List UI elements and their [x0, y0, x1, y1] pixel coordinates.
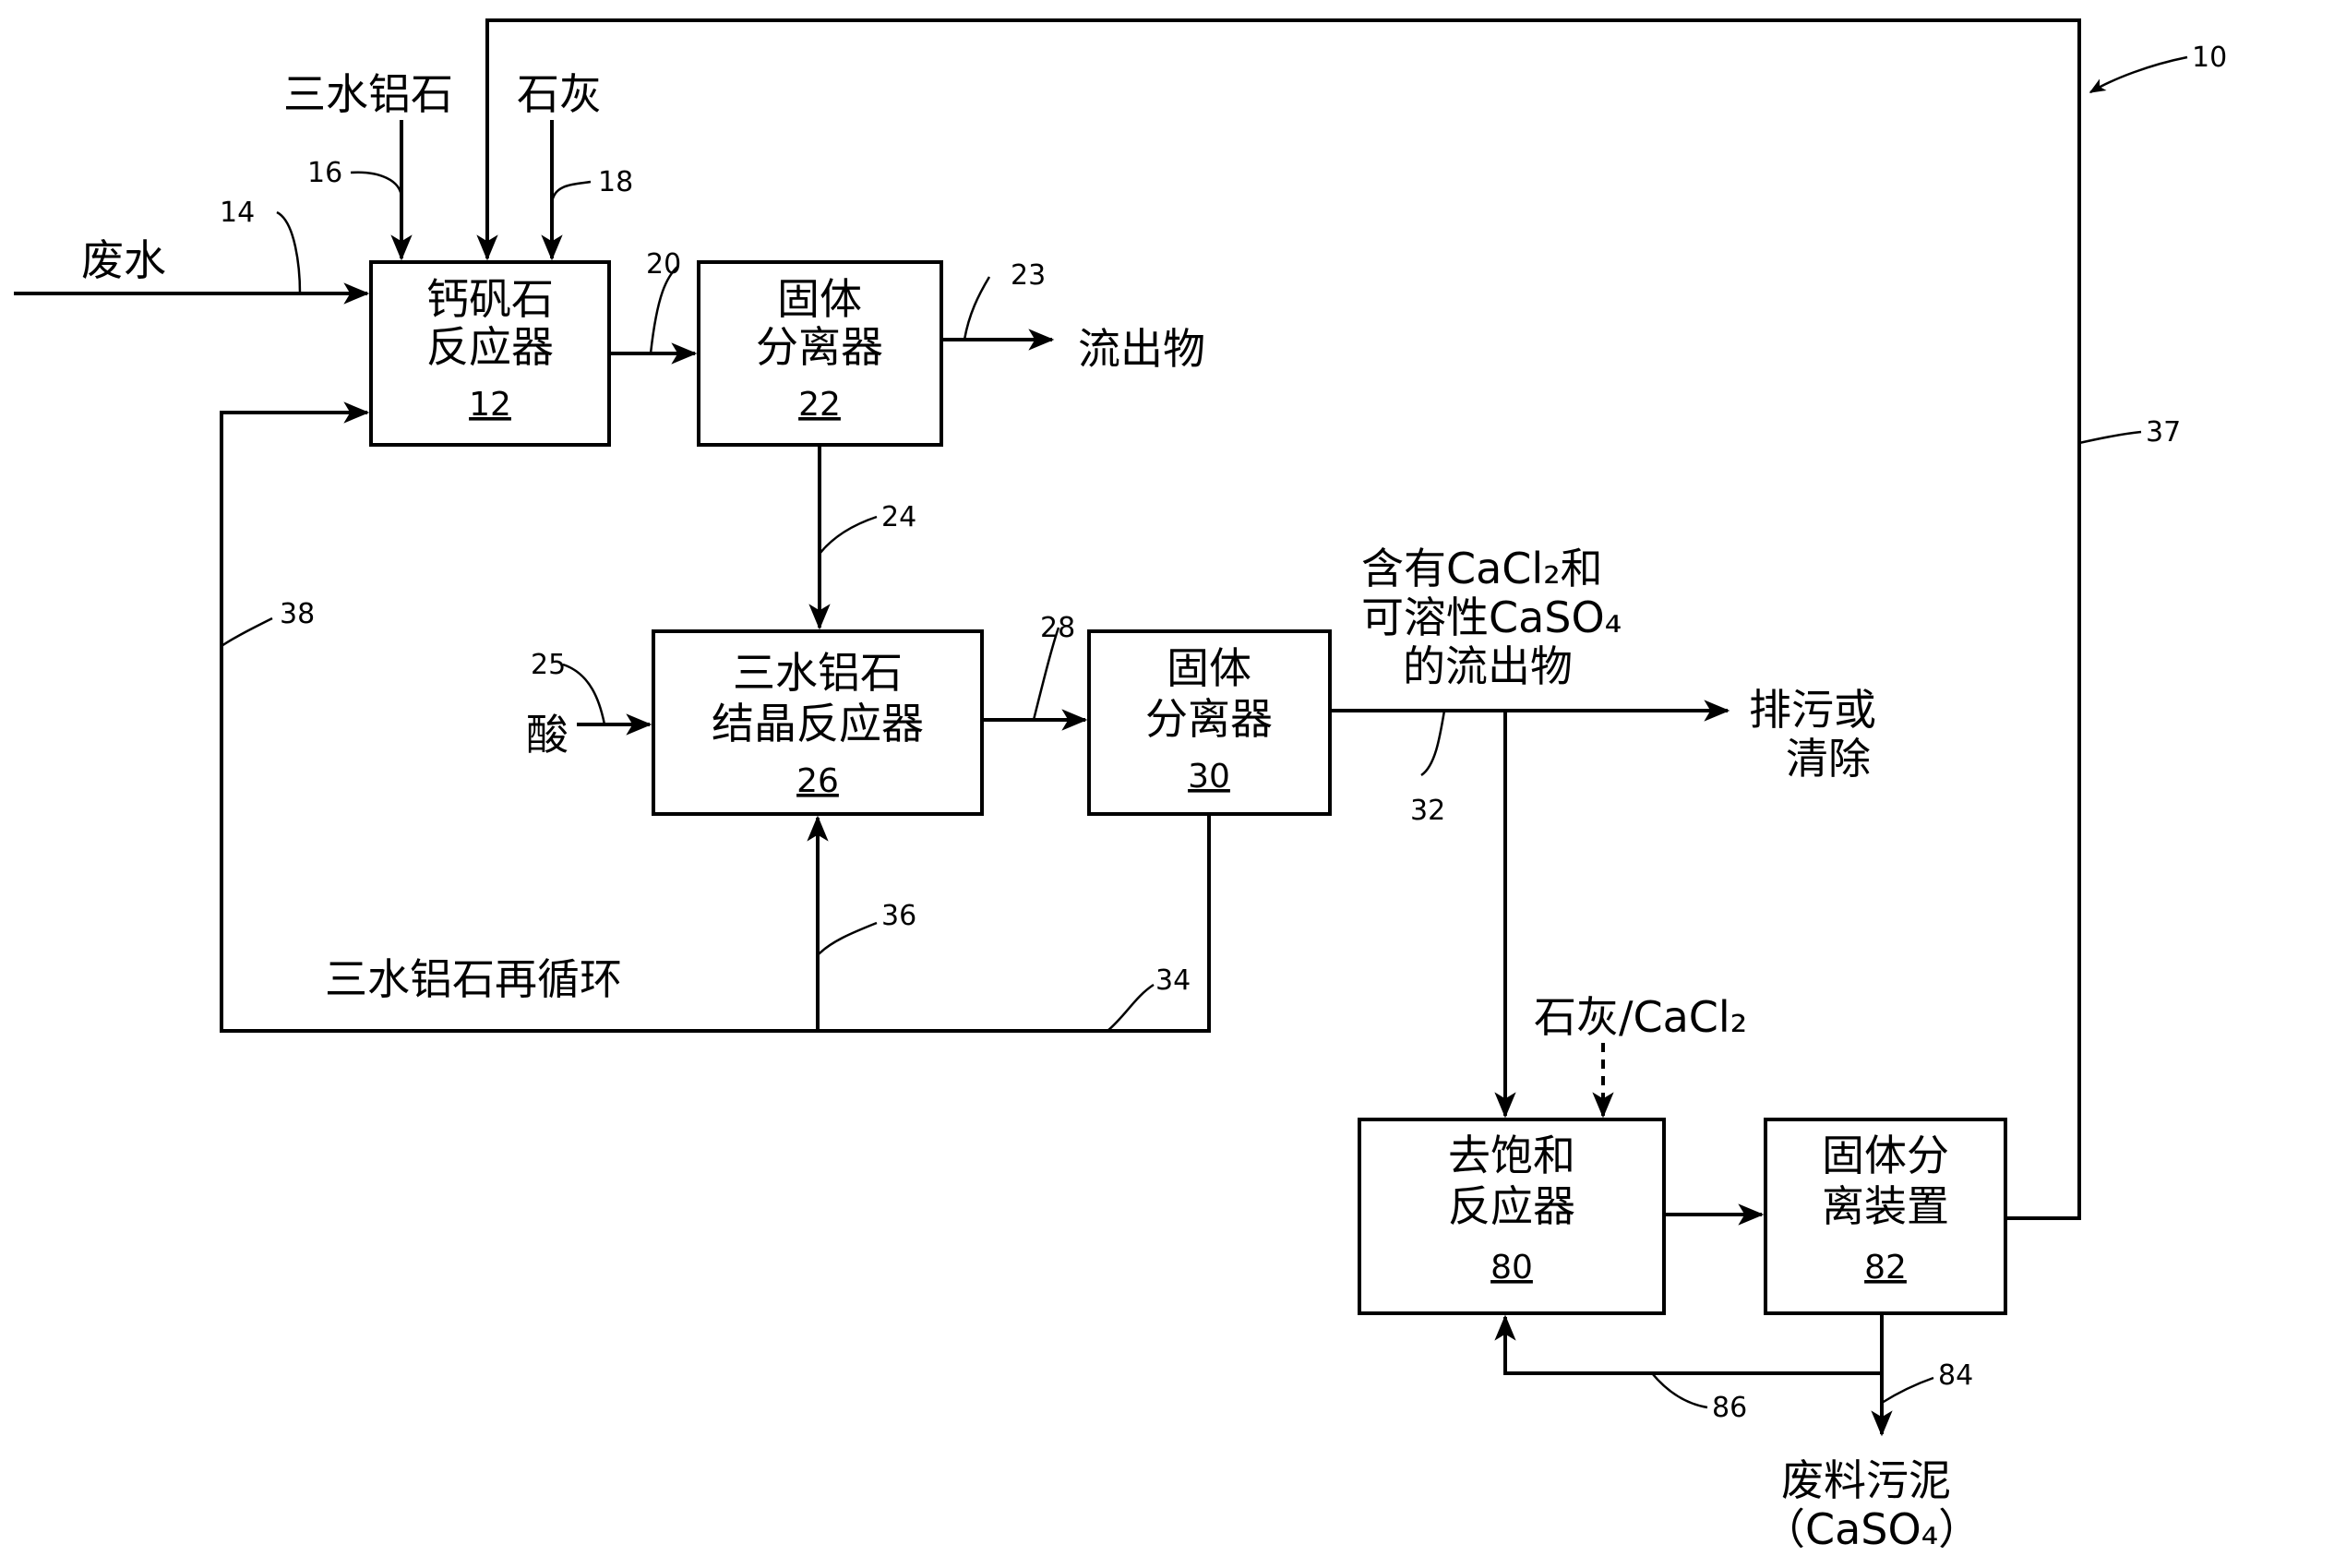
box-solid-separator-22: 固体 分离器 22 — [697, 260, 943, 447]
ref-28: 28 — [1040, 612, 1075, 644]
box-solid-separator-30: 固体 分离器 30 — [1087, 629, 1332, 816]
blowdown-label-line2: 清除 — [1786, 734, 1871, 784]
box-label-line2: 分离器 — [756, 322, 883, 372]
box-number: 82 — [1864, 1249, 1907, 1287]
ref-34: 34 — [1155, 964, 1191, 997]
lime-cacl2-input-label: 石灰/CaCl₂ — [1534, 992, 1747, 1042]
ref-23: 23 — [1011, 259, 1046, 292]
sludge-label-line1: 废料污泥 — [1781, 1455, 1951, 1505]
box-label-line2: 离装置 — [1822, 1181, 1949, 1231]
wastewater-input-label: 废水 — [81, 235, 166, 285]
box-number: 12 — [469, 386, 511, 424]
recycle-stream-37 — [476, 18, 2081, 1220]
effluent-cacl2-label-line2: 可溶性CaSO₄ — [1361, 592, 1622, 642]
blowdown-label-line1: 排污或 — [1749, 685, 1876, 735]
gibbsite-recycle-stream-38 — [220, 401, 1211, 1033]
effluent-cacl2-label-line1: 含有CaCl₂和 — [1361, 544, 1603, 593]
acid-input-label: 酸 — [526, 710, 569, 760]
ref-10: 10 — [2192, 42, 2227, 74]
box-desaturation-reactor: 去饱和 反应器 80 — [1358, 1118, 1666, 1315]
box-gibbsite-crystallization-reactor: 三水铝石 结晶反应器 26 — [652, 629, 984, 816]
gibbsite-recycle-label: 三水铝石再循环 — [325, 954, 622, 1004]
box-label-line2: 分离器 — [1145, 694, 1273, 744]
effluent-output-label: 流出物 — [1078, 324, 1205, 374]
ref-25: 25 — [531, 649, 566, 681]
box-number: 80 — [1490, 1249, 1533, 1287]
box-number: 26 — [796, 762, 839, 800]
box-solid-separation-device: 固体分 离装置 82 — [1764, 1118, 2007, 1315]
lime-input-label: 石灰 — [517, 69, 602, 119]
box-label-line1: 三水铝石 — [733, 648, 903, 698]
ref-16: 16 — [307, 157, 342, 189]
box-label-line1: 固体 — [1167, 643, 1251, 693]
box-label-line2: 结晶反应器 — [712, 699, 924, 748]
ref-32: 32 — [1410, 795, 1445, 827]
ref-14: 14 — [220, 197, 255, 229]
recycle-stream-86 — [1494, 1314, 1882, 1375]
ref-86: 86 — [1712, 1392, 1747, 1424]
ref-18: 18 — [598, 166, 633, 198]
ref-38: 38 — [280, 598, 315, 630]
reference-leaders — [221, 55, 2188, 1409]
sludge-label-line2: （CaSO₄） — [1763, 1504, 1981, 1554]
box-label-line2: 反应器 — [426, 322, 554, 372]
box-number: 30 — [1188, 758, 1230, 796]
ref-84: 84 — [1938, 1359, 1973, 1392]
ref-20: 20 — [646, 248, 681, 281]
box-number: 22 — [798, 386, 841, 424]
box-label-line2: 反应器 — [1448, 1181, 1575, 1231]
ref-37: 37 — [2146, 416, 2181, 449]
effluent-cacl2-label-line3: 的流出物 — [1403, 641, 1573, 691]
box-label-line1: 固体 — [777, 274, 862, 324]
box-label-line1: 钙矾石 — [426, 274, 554, 324]
ref-24: 24 — [881, 501, 916, 533]
box-label-line1: 固体分 — [1822, 1131, 1949, 1180]
box-ettringite-reactor: 钙矾石 反应器 12 — [369, 260, 611, 447]
gibbsite-input-label: 三水铝石 — [283, 69, 453, 119]
ref-36: 36 — [881, 900, 916, 932]
box-label-line1: 去饱和 — [1448, 1131, 1575, 1180]
